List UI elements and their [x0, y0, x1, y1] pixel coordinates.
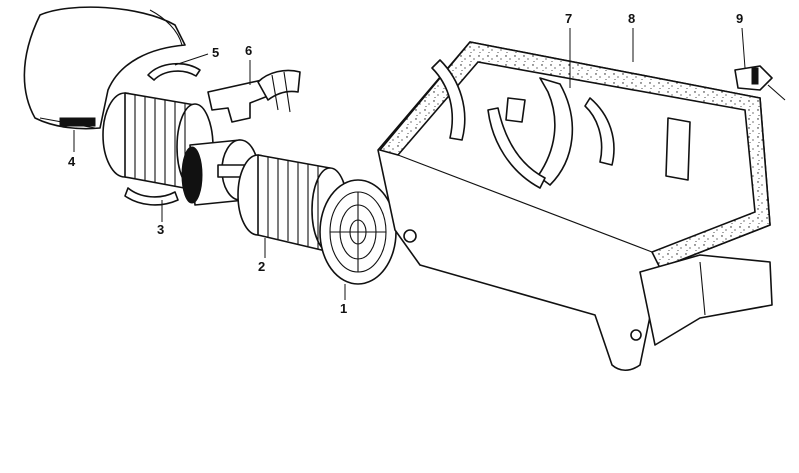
- callout-label-9: 9: [736, 11, 744, 26]
- leader-lines: [73, 27, 746, 300]
- blower-motor: [181, 139, 259, 206]
- retaining-clip-upper: [147, 62, 201, 81]
- callout-label-3: 3: [157, 222, 165, 237]
- callout-label-1: 1: [340, 301, 348, 316]
- retaining-clip-lower: [124, 187, 179, 206]
- blower-housing-half: [23, 6, 186, 130]
- callout-label-7: 7: [565, 11, 573, 26]
- callout-label-5: 5: [212, 45, 220, 60]
- air-flap-assembly: [431, 59, 691, 189]
- callout-label-2: 2: [258, 259, 266, 274]
- heater-housing: [377, 41, 773, 372]
- callout-label-8: 8: [628, 11, 636, 26]
- callout-label-4: 4: [68, 154, 76, 169]
- fan-grille-cover: [319, 179, 397, 285]
- callout-label-6: 6: [245, 43, 253, 58]
- mounting-bracket: [207, 69, 301, 123]
- valve-connector: [734, 65, 786, 101]
